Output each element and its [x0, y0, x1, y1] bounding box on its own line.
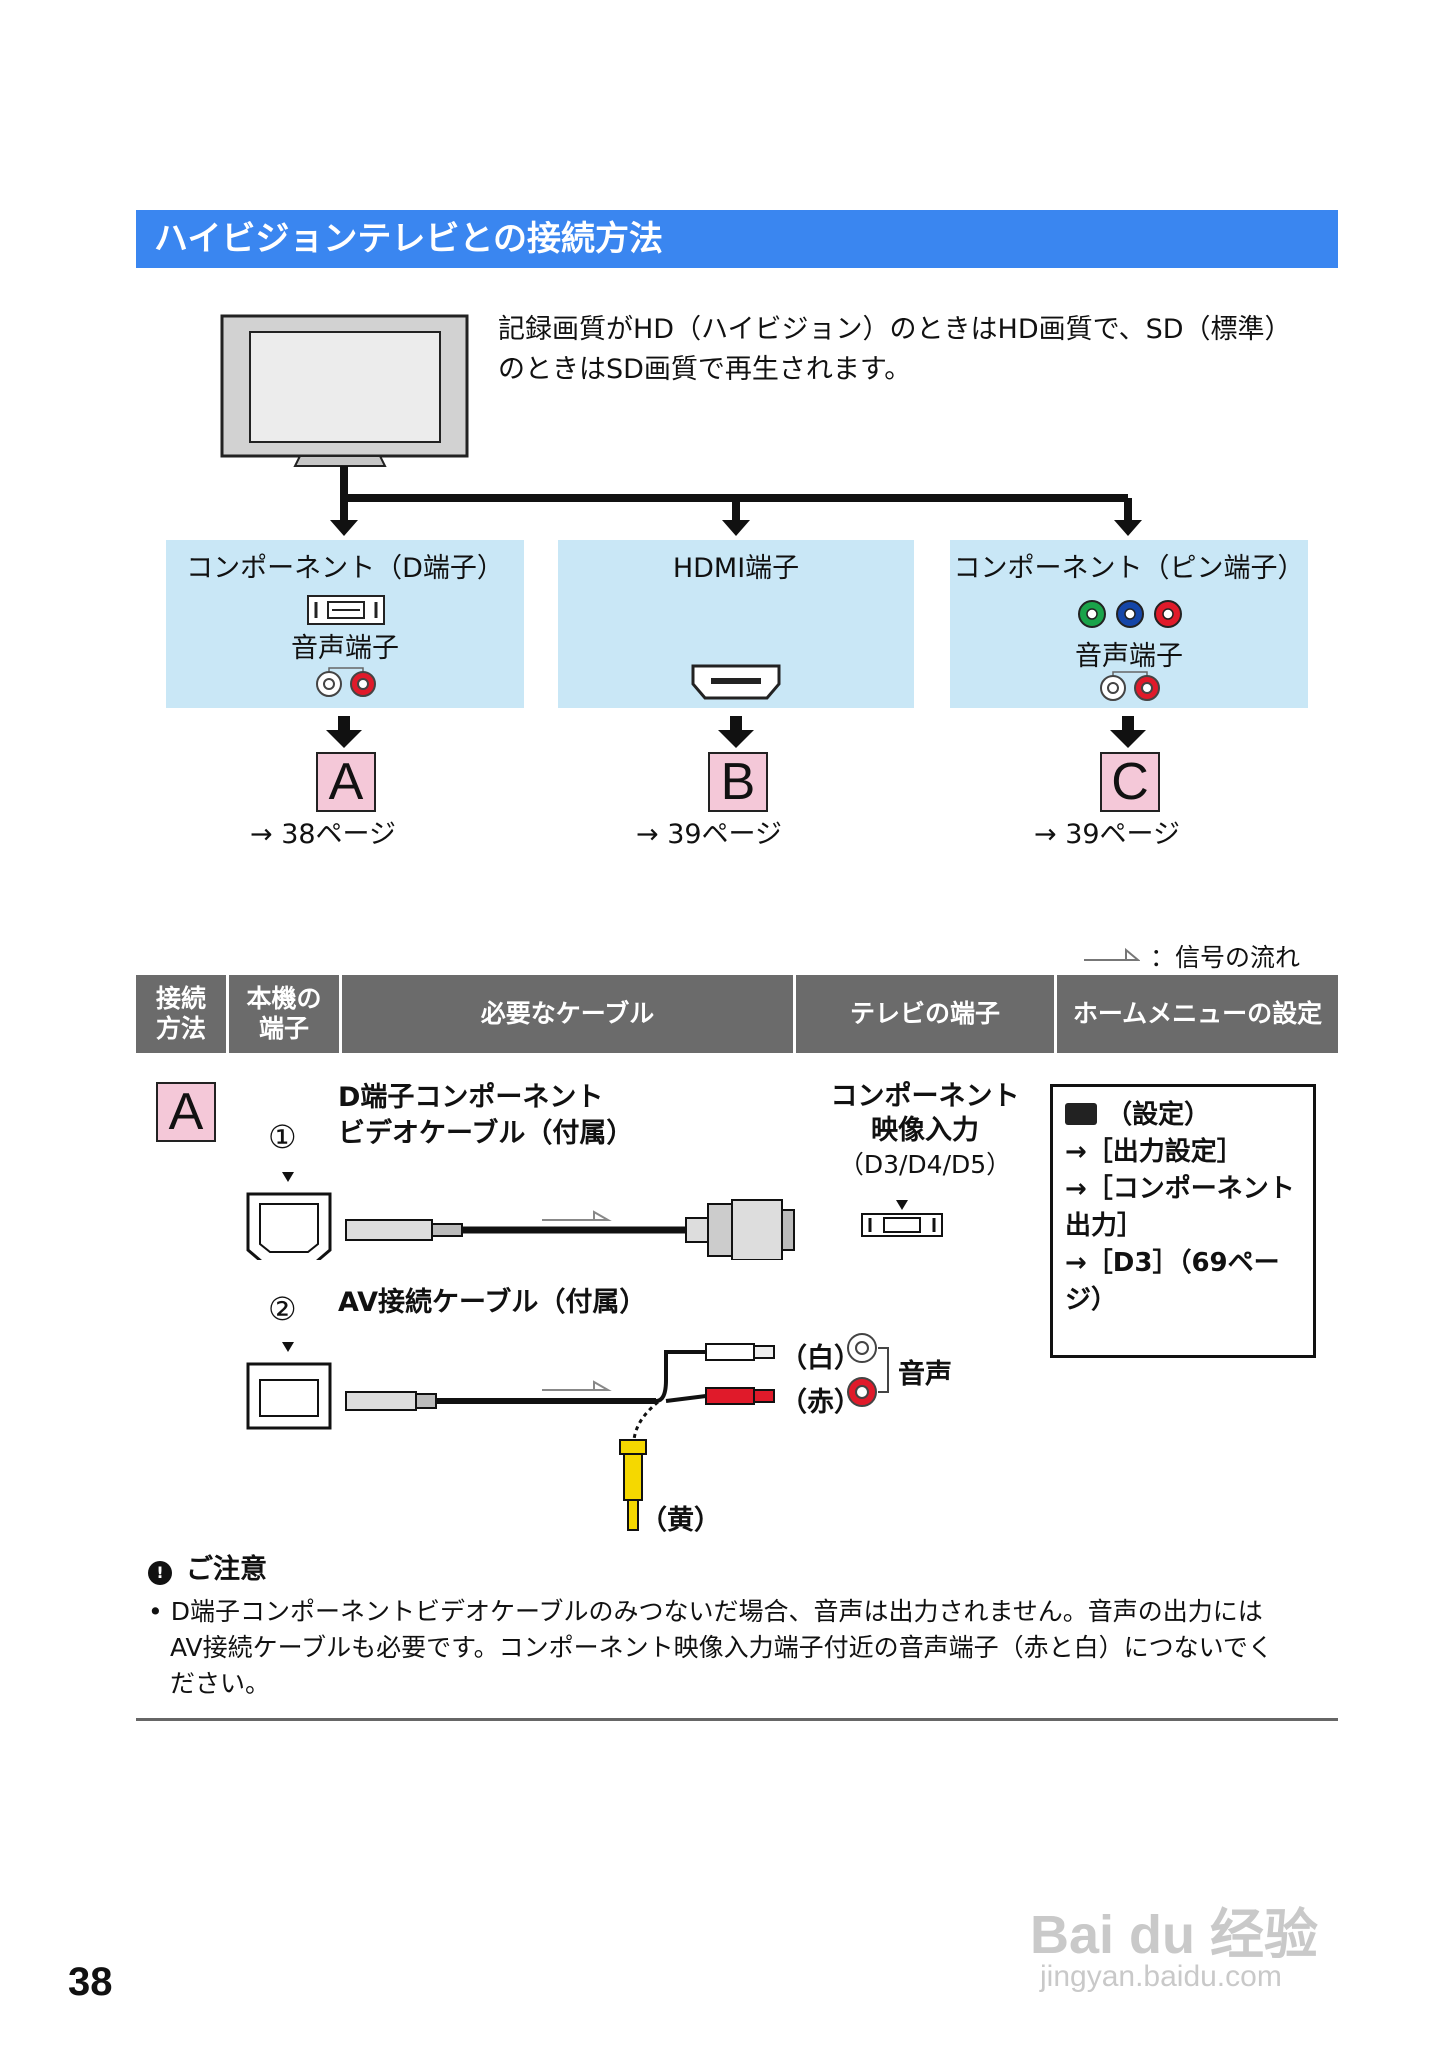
note-line-3: ださい。	[170, 1669, 271, 1698]
audio-input-jack-icon	[847, 1333, 889, 1407]
hdmi-port-icon	[691, 664, 781, 700]
component-d-label: コンポーネント（D端子）	[186, 553, 504, 584]
audio-terminal-label-c: 音声端子	[1075, 641, 1183, 672]
intro-line-1: 記録画質がHD（ハイビジョン）のときはHD画質で、SD（標準）	[498, 314, 1292, 345]
header-method: 接続方法	[136, 975, 226, 1053]
watermark-logo: Bai du 经验	[1030, 1905, 1319, 1965]
caution-icon: !	[148, 1561, 172, 1585]
component-pin-label: コンポーネント（ピン端子）	[953, 553, 1305, 584]
note-line-1: • D端子コンポーネントビデオケーブルのみつないだ場合、音声は出力されません。音…	[148, 1597, 1263, 1626]
signal-flow-legend: ：信号の流れ	[1150, 943, 1301, 972]
page-ref-b[interactable]: → 39ページ	[636, 819, 783, 850]
tv-diagram	[220, 314, 1146, 748]
audio-jack-icon	[1100, 671, 1160, 701]
d-cable-diagram	[246, 1172, 795, 1260]
row-letter-a: A	[156, 1082, 216, 1142]
step-2-cable-label: AV接続ケーブル（付属）	[338, 1287, 647, 1318]
av-cable-diagram	[246, 1342, 775, 1531]
component-pin-icon	[1078, 600, 1182, 628]
header-cable: 必要なケーブル	[342, 975, 793, 1053]
letter-a-box[interactable]: A	[316, 752, 376, 812]
header-tv-port: テレビの端子	[796, 975, 1054, 1053]
menu-settings-box: （設定） →［出力設定］ →［コンポーネント 出力］ →［D3］（69ページ）	[1050, 1084, 1316, 1358]
yellow-label: （黄）	[640, 1505, 721, 1536]
hdmi-label: HDMI端子	[672, 553, 800, 584]
component-pin-box: コンポーネント（ピン端子） 音声端子	[950, 540, 1308, 708]
watermark-url: jingyan.baidu.com	[1040, 1960, 1282, 1993]
step-1-cable-label: D端子コンポーネント ビデオケーブル（付属）	[338, 1082, 634, 1149]
section-divider	[136, 1718, 1338, 1721]
settings-line-2: →［出力設定］	[1065, 1137, 1243, 1167]
intro-text: 記録画質がHD（ハイビジョン）のときはHD画質で、SD（標準） のときはSD画質…	[498, 310, 1338, 390]
component-d-box: コンポーネント（D端子） 音声端子	[166, 540, 524, 708]
d-terminal-tv-icon	[861, 1200, 943, 1237]
notes-heading: !ご注意	[148, 1552, 1298, 1588]
note-line-2: AV接続ケーブルも必要です。コンポーネント映像入力端子付近の音声端子（赤と白）に…	[170, 1633, 1273, 1662]
notes-section: !ご注意 • D端子コンポーネントビデオケーブルのみつないだ場合、音声は出力され…	[148, 1552, 1298, 1702]
section-title: ハイビジョンテレビとの接続方法	[136, 210, 1338, 268]
page-number: 38	[68, 1960, 113, 2004]
letter-c-box[interactable]: C	[1100, 752, 1160, 812]
settings-line-4: 出力］	[1065, 1211, 1144, 1241]
audio-terminal-label-a: 音声端子	[291, 633, 399, 664]
page-ref-a[interactable]: → 38ページ	[250, 819, 397, 850]
hdmi-box: HDMI端子	[558, 540, 914, 708]
step-2-number: ②	[268, 1290, 297, 1328]
tv-icon	[220, 314, 469, 467]
settings-line-5: →［D3］（69ページ）	[1065, 1248, 1280, 1315]
page-ref-c[interactable]: → 39ページ	[1034, 819, 1181, 850]
step-1-number: ①	[268, 1118, 297, 1156]
header-menu: ホームメニューの設定	[1057, 975, 1338, 1053]
d-terminal-icon	[307, 595, 385, 625]
settings-line-3: →［コンポーネント	[1065, 1174, 1295, 1204]
tv-input-label: コンポーネント 映像入力 （D3/D4/D5）	[830, 1081, 1020, 1179]
header-device-port: 本機の端子	[229, 975, 339, 1053]
settings-line-1: （設定）	[1065, 1097, 1301, 1134]
signal-flow-arrow-icon	[1084, 947, 1140, 961]
toolbox-icon	[1065, 1102, 1097, 1125]
audio-label: 音声	[898, 1359, 952, 1390]
letter-b-box[interactable]: B	[708, 752, 768, 812]
intro-line-2: のときはSD画質で再生されます。	[498, 354, 912, 385]
audio-jack-icon	[316, 667, 376, 697]
